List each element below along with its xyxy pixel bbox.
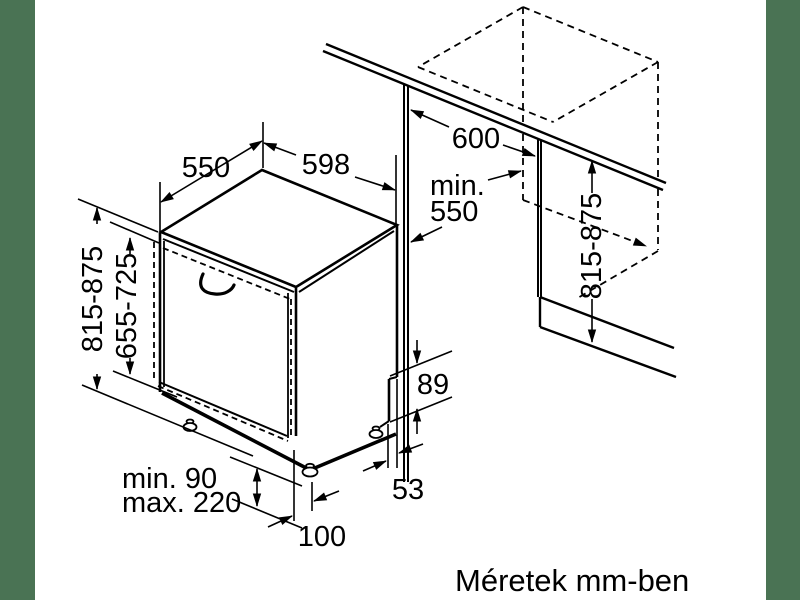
adjustable-feet [182,418,384,478]
dim-rear-foot-offset: 53 [362,379,424,506]
dim-niche-width: 600 [410,109,536,157]
dishwasher-body [153,168,400,478]
dim-top-width: 598 [263,142,397,224]
dim-plinth-min-label: min. 90 [122,463,217,495]
dim-niche-width-label: 600 [452,123,500,155]
dim-rear-foot-offset-label: 53 [392,474,424,506]
dim-top-width-label: 598 [302,149,350,181]
dim-appliance-height-label: 815-875 [77,246,109,352]
worktop [322,42,667,192]
dim-top-depth: 550 [159,122,264,240]
dim-appliance-height: 815-875 [77,198,254,457]
left-green-bar [0,0,35,600]
dim-niche-height-label: 815-875 [576,193,608,299]
dim-rear-recess-label: 89 [417,369,449,401]
dim-door-panel-height-label: 655-725 [111,253,143,359]
dim-front-foot-offset-label: 100 [298,521,346,553]
dim-plinth-max-label: max. 220 [122,487,241,519]
dim-door-panel-height: 655-725 [109,221,178,398]
dim-plinth-height: min. 90 max. 220 [122,456,303,529]
door-handle [199,272,236,296]
niche-walls [403,84,677,482]
dim-niche-depth-value: 550 [430,196,478,228]
dim-front-foot-offset: 100 [267,450,346,553]
dim-niche-depth: min. 550 [410,170,522,243]
dim-niche-depth-prefix: min. [430,170,485,202]
dim-rear-recess: 89 [389,340,453,434]
caption-dimensions-in-mm: Méretek mm-ben [455,563,689,598]
dim-top-depth-label: 550 [182,152,230,184]
cavity-dashed-box [417,6,659,300]
right-green-bar [766,0,800,600]
dim-niche-height: 815-875 [576,160,608,343]
